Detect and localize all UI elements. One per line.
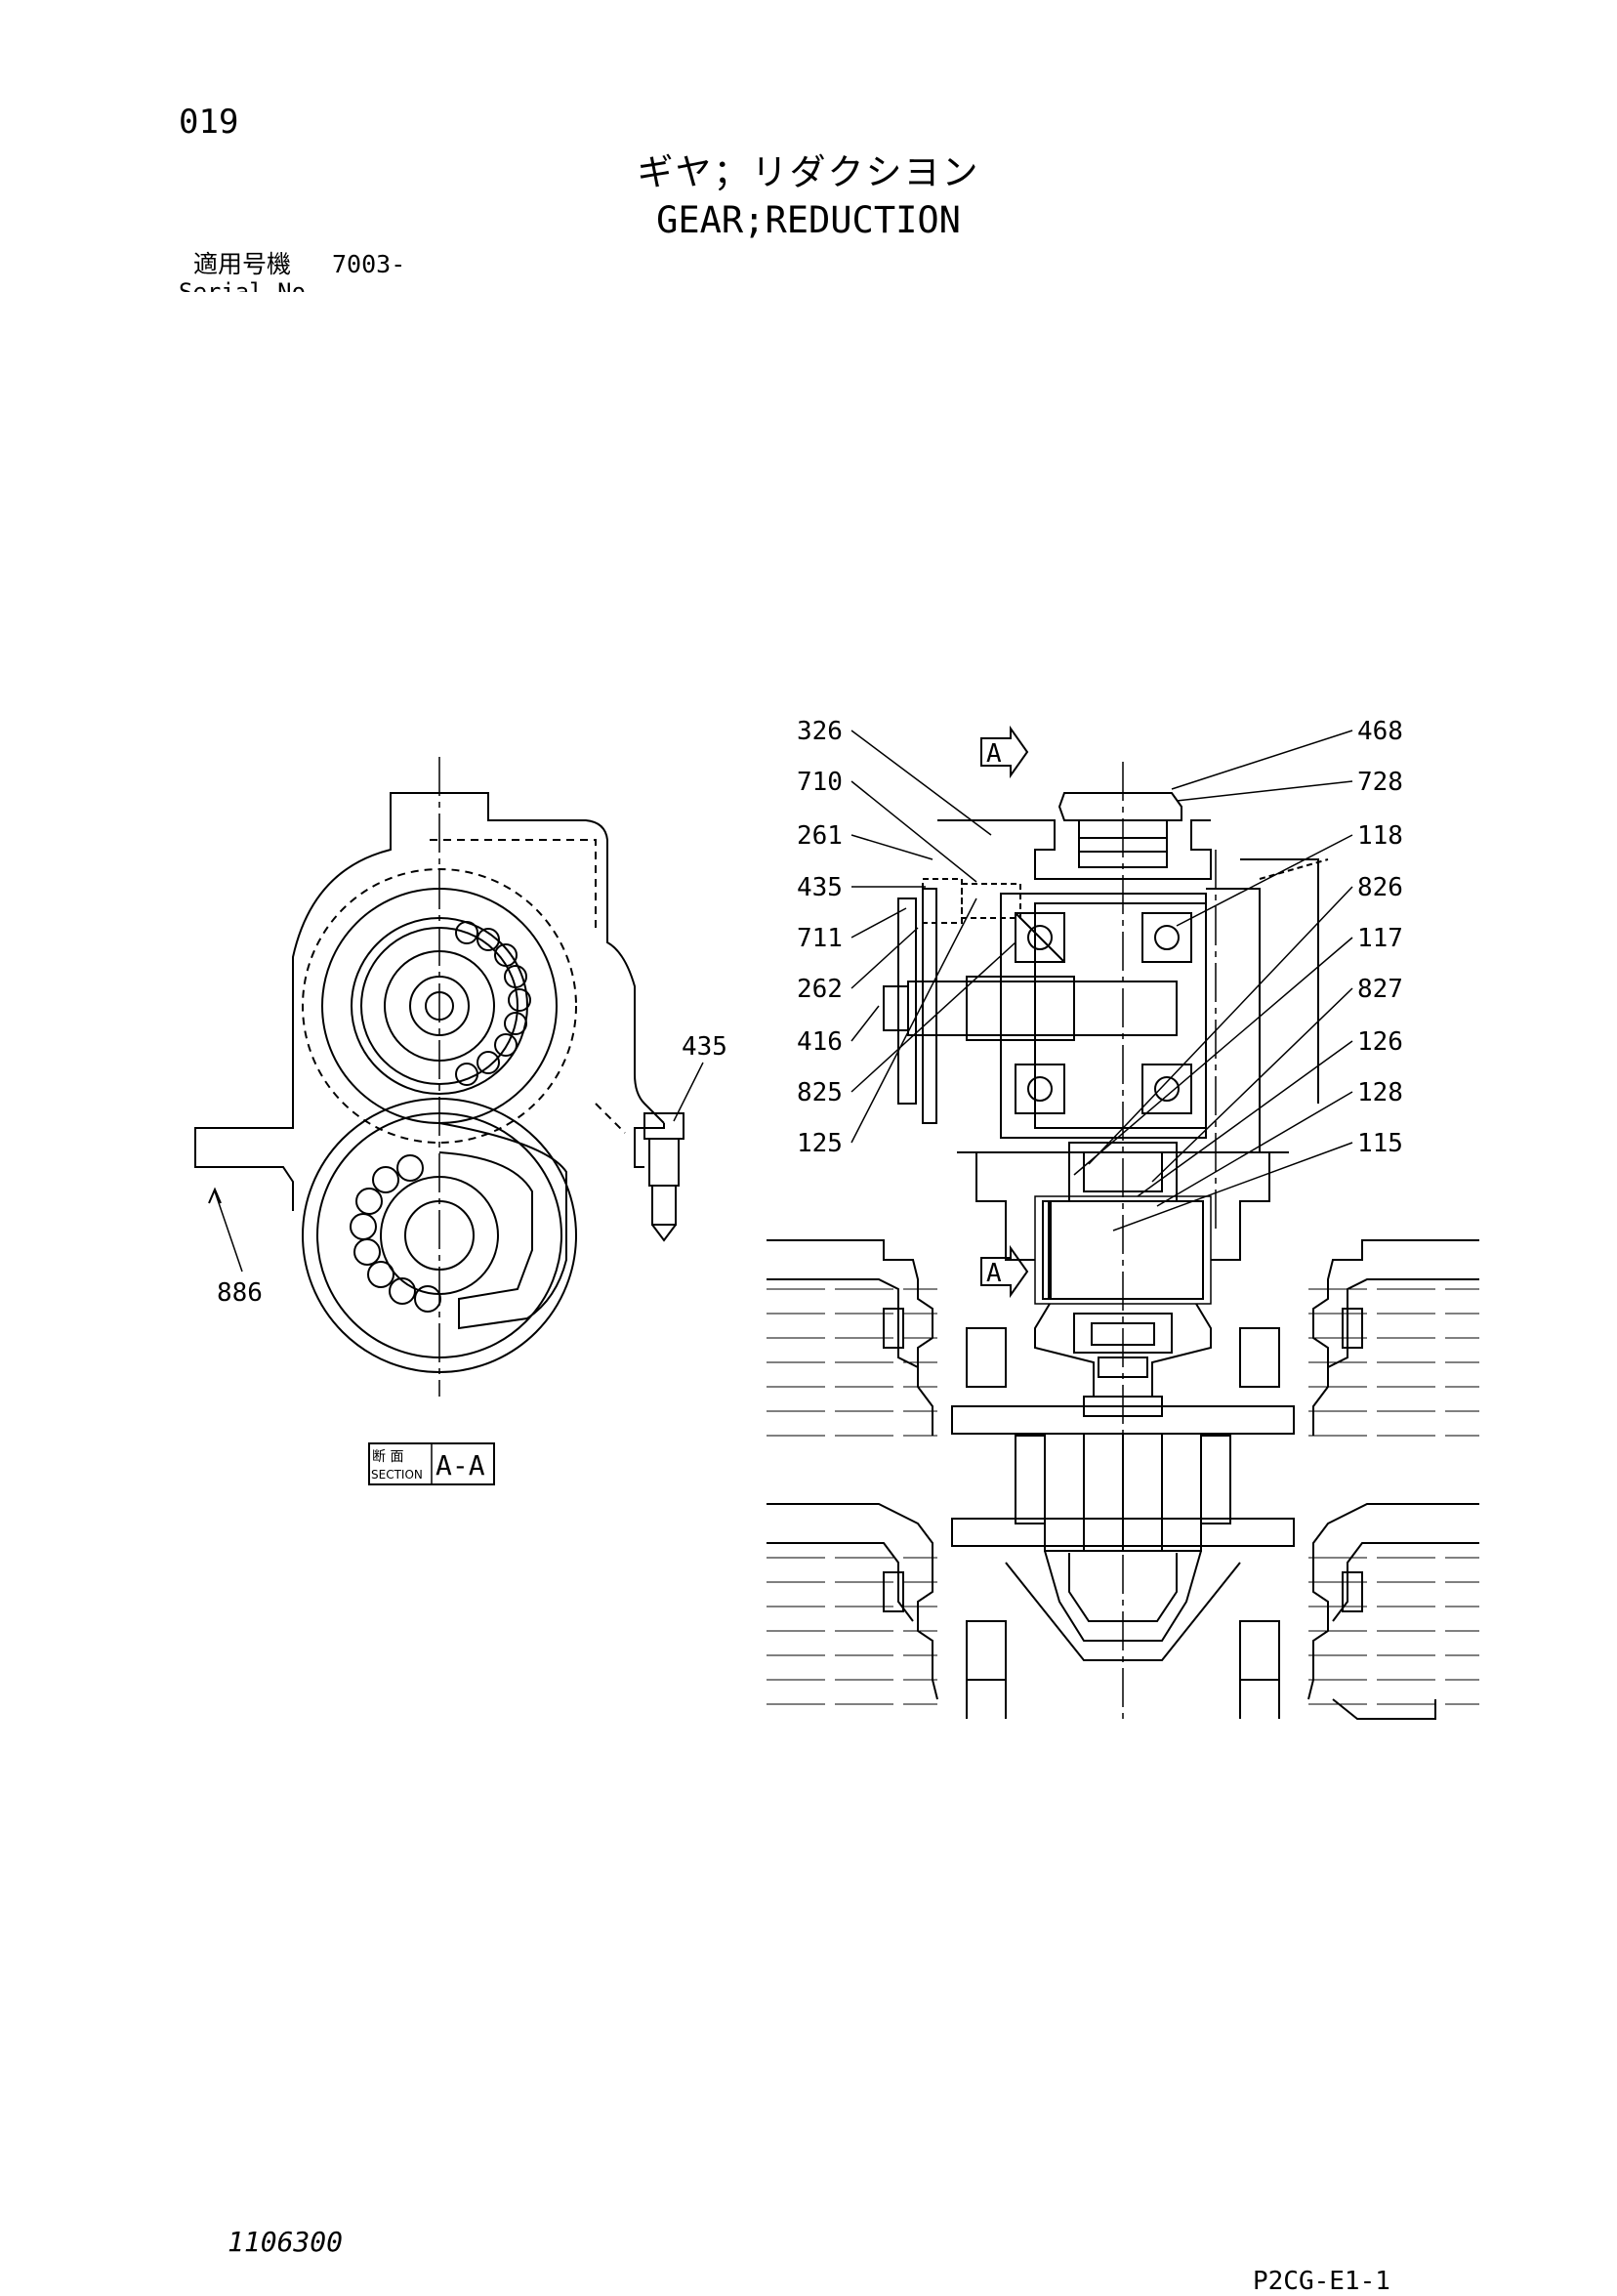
- view-marker-middle: A: [986, 1259, 1002, 1288]
- callout-468: 468: [1357, 717, 1403, 746]
- callout-435: 435: [797, 873, 843, 902]
- callout-728: 728: [1357, 768, 1403, 797]
- callout-711: 711: [797, 924, 843, 953]
- view-marker-top: A: [986, 739, 1002, 769]
- callout-710: 710: [797, 768, 843, 797]
- section-id: A-A: [435, 1449, 485, 1482]
- callout-827: 827: [1357, 975, 1403, 1004]
- callout-118: 118: [1357, 821, 1403, 851]
- callout-416: 416: [797, 1027, 843, 1057]
- main-assembly-view: [767, 725, 1479, 1720]
- serial-label-japanese: 適用号機: [193, 250, 292, 278]
- callout-262: 262: [797, 975, 843, 1004]
- serial-label-english: Serial No.: [179, 280, 320, 292]
- callout-826: 826: [1357, 873, 1403, 902]
- serial-number-value: 7003-: [332, 250, 406, 278]
- callout-261: 261: [797, 821, 843, 851]
- section-label-japanese: 断 面: [372, 1449, 403, 1465]
- callout-326: 326: [797, 717, 843, 746]
- title-japanese: ギヤ；リダクシヨン: [637, 151, 980, 193]
- section-aa-view: [194, 757, 704, 1485]
- sheet-code: P2CG-E1-1: [1253, 2267, 1390, 2296]
- callout-886: 886: [217, 1278, 263, 1308]
- section-label-english: SECTION: [371, 1468, 423, 1482]
- drawing-number: 1106300: [228, 2226, 344, 2258]
- callout-126: 126: [1357, 1027, 1403, 1057]
- callout-125: 125: [797, 1129, 843, 1158]
- page-number: 019: [179, 103, 239, 142]
- callout-435-section: 435: [682, 1032, 727, 1062]
- callout-128: 128: [1357, 1078, 1403, 1107]
- callout-825: 825: [797, 1078, 843, 1107]
- callout-115: 115: [1357, 1129, 1403, 1158]
- callout-117: 117: [1357, 924, 1403, 953]
- title-english: GEAR;REDUCTION: [656, 199, 961, 241]
